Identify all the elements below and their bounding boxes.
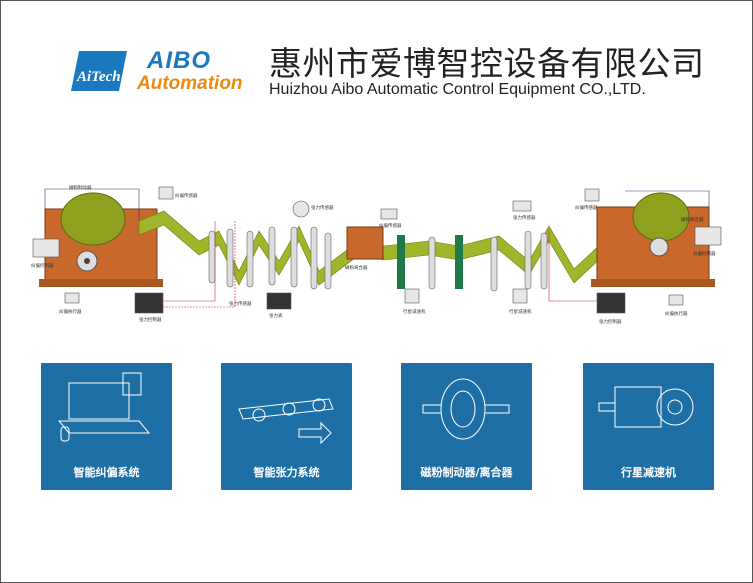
production-line-svg: 磁粉制动器 纠偏传感器 纠偏控制器 纠偏执行器 张力控制器 张力传感器 张力传感…: [31, 184, 722, 325]
magnetic-brake-icon: [422, 378, 510, 440]
card-title: 磁粉制动器/离合器: [420, 466, 513, 479]
tension-web: [238, 398, 334, 420]
logo-text: AiTech: [76, 69, 121, 85]
company-name-cn: 惠州市爱博智控设备有限公司: [269, 44, 705, 83]
reducer-hub: [667, 399, 683, 415]
devices: [32, 186, 722, 314]
tension-roller: [282, 402, 296, 416]
reducer-shaft: [598, 402, 615, 412]
roller: [226, 228, 234, 288]
card-title: 智能张力系统: [253, 466, 320, 479]
brake-body: [440, 378, 486, 440]
diagram-label: 纠偏传感器: [575, 204, 598, 211]
green-guide-plate: [455, 235, 463, 289]
diagram-label: 张力控制器: [599, 318, 622, 325]
left-shaft-icon: [84, 258, 90, 264]
company-name-en: Huizhou Aibo Automatic Control Equipment…: [269, 81, 646, 98]
card-web-guide[interactable]: 智能纠偏系统: [41, 363, 172, 490]
brake-shaft: [485, 404, 510, 414]
guide-motor: [122, 372, 142, 396]
planetary-reducer-icon: [598, 386, 694, 428]
diagram-label: 磁粉制动器: [69, 184, 92, 191]
edge-sensor-icon: [380, 208, 398, 220]
edge-sensor-icon: [158, 186, 174, 200]
diagram-label: 纠偏执行器: [59, 308, 82, 315]
brake-face: [450, 390, 476, 428]
right-machine-base: [591, 279, 715, 287]
card-title: 智能纠偏系统: [73, 466, 140, 479]
diagram-label: 张力控制器: [139, 316, 162, 323]
brand-sub: Automation: [137, 73, 243, 94]
left-machine-base: [39, 279, 163, 287]
guide-web: [57, 420, 151, 434]
wire-blue: [44, 188, 140, 221]
roller: [490, 236, 498, 292]
reducer-body: [614, 386, 662, 428]
card-planetary-reducer[interactable]: 行星减速机: [583, 363, 714, 490]
wire-red: [163, 221, 236, 308]
roller: [540, 232, 548, 290]
card-title: 行星减速机: [621, 466, 676, 479]
actuator-icon: [64, 292, 80, 304]
wire-red: [548, 231, 597, 302]
tension-arrow: [298, 421, 332, 445]
diagram-label: 张力表: [269, 312, 283, 319]
aitech-logo-icon: AiTech: [71, 51, 127, 91]
center-drive-unit: [346, 226, 384, 260]
roller: [268, 226, 276, 286]
diagram-label: 张力传感器: [513, 214, 536, 221]
controller-panel-icon: [694, 226, 722, 246]
card-tension-system[interactable]: 智能张力系统: [221, 363, 352, 490]
diagram-label: 磁粉离合器: [345, 264, 368, 271]
roller: [208, 230, 216, 284]
diagram-label: 张力传感器: [229, 300, 252, 307]
tension-sensor-icon: [292, 200, 310, 218]
reducer-flange: [656, 388, 694, 426]
diagram-label: 行星减速机: [509, 308, 532, 315]
roller: [324, 232, 332, 290]
tension-controller-icon: [134, 292, 164, 314]
brand-name: AIBO: [147, 47, 211, 74]
diagram-label: 磁粉离合器: [681, 216, 704, 223]
roller: [290, 226, 298, 288]
tension-meter-icon: [266, 292, 292, 310]
diagram-label: 张力传感器: [311, 204, 334, 211]
wire-red: [163, 221, 216, 302]
roller: [246, 230, 254, 288]
rollers: [208, 226, 548, 292]
tension-controller-icon: [596, 292, 626, 314]
reducer-icon: [404, 288, 420, 304]
product-cards: 智能纠偏系统 智能张力系统: [1, 363, 753, 493]
reducer-icon: [512, 288, 528, 304]
diagram-label: 纠偏控制器: [31, 262, 54, 269]
guide-roller: [60, 426, 70, 442]
web-guide-icon: [57, 372, 151, 442]
controller-panel-icon: [32, 238, 60, 258]
signal-wires: [44, 188, 710, 308]
diagram-label: 纠偏执行器: [665, 310, 688, 317]
card-magnetic-brake[interactable]: 磁粉制动器/离合器: [401, 363, 532, 490]
roller: [428, 236, 436, 290]
diagram-label: 纠偏控制器: [693, 250, 716, 257]
wire-blue: [625, 190, 710, 207]
tension-roller: [312, 398, 326, 412]
right-clutch-icon: [649, 237, 669, 257]
right-roll: [632, 192, 690, 242]
tension-system-icon: [238, 398, 334, 445]
brake-shaft: [422, 404, 441, 414]
production-line-diagram: 磁粉制动器 纠偏传感器 纠偏控制器 纠偏执行器 张力控制器 张力传感器 张力传感…: [29, 181, 729, 341]
tension-roller: [252, 408, 266, 422]
diagram-label: 纠偏传感器: [175, 192, 198, 199]
roller: [524, 230, 532, 290]
roller: [310, 226, 318, 290]
edge-sensor-icon: [584, 188, 600, 202]
left-roll: [60, 192, 126, 246]
green-guide-plate: [397, 235, 405, 289]
actuator-icon: [668, 294, 684, 306]
edge-sensor-icon: [512, 200, 532, 212]
diagram-label: 纠偏传感器: [379, 222, 402, 229]
diagram-label: 行星减速机: [403, 308, 426, 315]
guide-frame: [68, 382, 130, 420]
